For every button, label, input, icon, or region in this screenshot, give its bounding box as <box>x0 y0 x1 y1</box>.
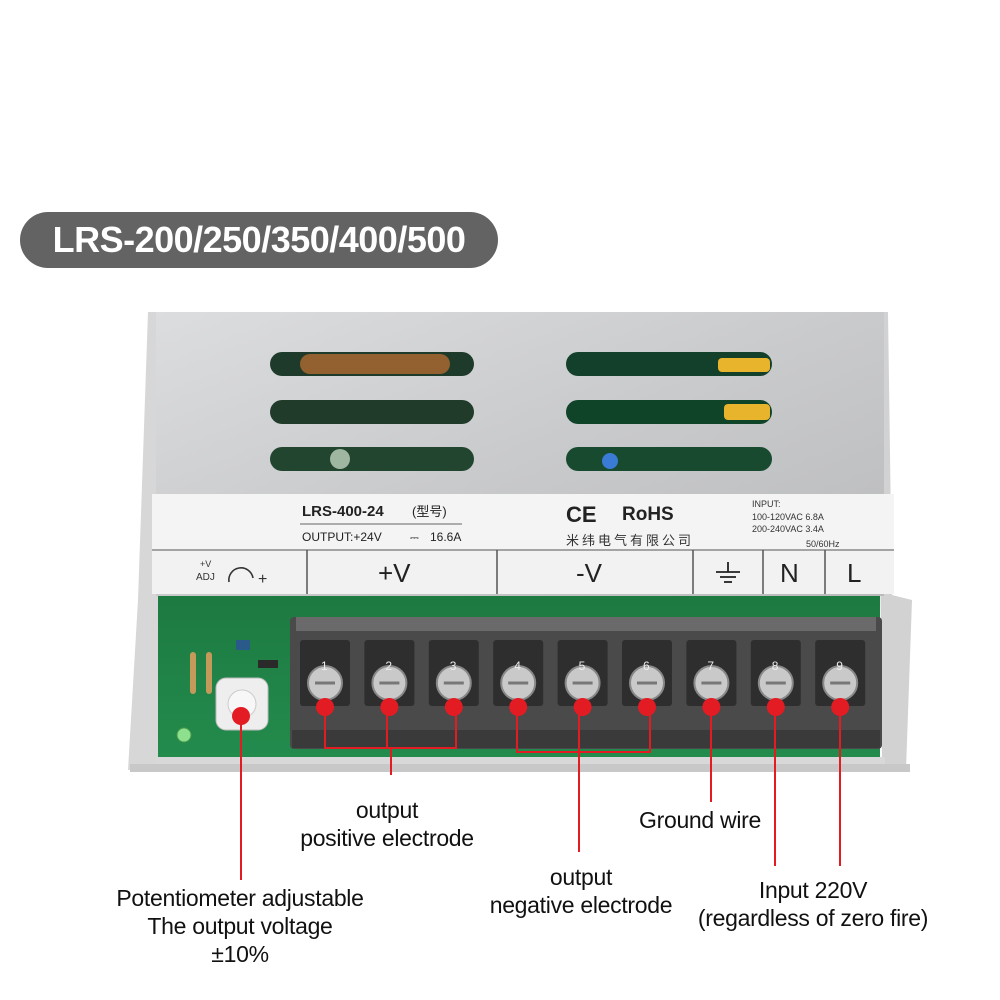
callout-negative: output negative electrode <box>474 863 688 919</box>
terminal-legend-strip <box>152 550 894 594</box>
output-text: OUTPUT:+24V <box>302 530 382 544</box>
model-text: LRS-400-24 <box>302 503 384 520</box>
model-suffix-text: (型号) <box>412 504 447 519</box>
terminal-marker-7 <box>702 698 721 716</box>
terminal-6: 6 <box>622 640 672 706</box>
terminal-marker-5 <box>573 698 592 716</box>
callout-pot-line1: Potentiometer adjustable <box>116 885 364 911</box>
callout-lines <box>240 707 841 880</box>
series-badge: LRS-200/250/350/400/500 <box>20 212 498 268</box>
case-left-flange <box>128 312 158 770</box>
ground-symbol-icon <box>716 562 740 583</box>
callout-ground: Ground wire <box>620 806 780 834</box>
terminal-marker-2 <box>380 698 399 716</box>
callout-potentiometer: Potentiometer adjustable The output volt… <box>95 884 385 968</box>
terminal-screws: 1 2 3 4 5 6 7 8 9 <box>300 640 866 706</box>
pot-marker <box>232 707 250 725</box>
callout-negative-line1: output <box>549 864 613 890</box>
label-plate <box>152 494 894 550</box>
terminal-3: 3 <box>428 640 479 706</box>
ce-mark: CE <box>566 502 597 527</box>
terminal-9: 9 <box>815 640 866 706</box>
company-text: 米纬电气有限公司 <box>566 533 694 548</box>
terminal-number: 6 <box>643 659 650 673</box>
vplus-label: +V <box>378 558 411 588</box>
terminal-number: 2 <box>385 659 392 673</box>
terminal-number: 7 <box>707 659 714 673</box>
callout-ground-line1: Ground wire <box>639 807 761 833</box>
terminal-number: 3 <box>450 659 457 673</box>
terminal-marker-3 <box>444 698 463 716</box>
line-label: L <box>847 558 861 588</box>
terminal-marker-4 <box>509 698 528 716</box>
terminal-8: 8 <box>750 640 801 706</box>
terminal-1: 1 <box>300 640 350 706</box>
terminal-number: 9 <box>836 659 843 673</box>
callout-positive-line1: output <box>355 797 419 823</box>
case-right-flange <box>878 312 912 770</box>
callout-pot-line3: ±10% <box>211 941 269 967</box>
terminal-marker-9 <box>831 698 850 716</box>
red-markers <box>316 698 850 716</box>
adjust-arrow-icon <box>228 567 254 583</box>
callout-input-line1: Input 220V <box>758 877 868 903</box>
terminal-7: 7 <box>686 640 737 706</box>
current-text: 16.6A <box>430 530 461 544</box>
frequency-text: 50/60Hz <box>806 539 840 549</box>
dc-symbol: ⎓ <box>410 532 419 544</box>
input-line-2: 200-240VAC 3.4A <box>752 524 824 534</box>
terminal-marker-1 <box>316 698 334 716</box>
terminal-number: 1 <box>321 659 328 673</box>
callout-positive: output positive electrode <box>282 796 492 852</box>
terminal-marker-6 <box>638 698 656 716</box>
neutral-label: N <box>780 558 799 588</box>
rohs-mark: RoHS <box>622 504 674 525</box>
vent-slots <box>270 352 772 471</box>
callout-negative-line2: negative electrode <box>489 892 673 918</box>
terminal-number: 4 <box>514 659 521 673</box>
input-title: INPUT: <box>752 499 781 509</box>
terminal-number: 8 <box>772 659 779 673</box>
callout-positive-line2: positive electrode <box>300 825 474 851</box>
adj-plus-text: + <box>258 571 267 588</box>
terminal-2: 2 <box>364 640 415 706</box>
input-line-1: 100-120VAC 6.8A <box>752 512 824 522</box>
adj-text: ADJ <box>196 572 215 583</box>
terminal-5: 5 <box>557 640 608 706</box>
callout-input-line2: (regardless of zero fire) <box>697 905 929 931</box>
adj-plus-v-text: +V <box>200 559 211 569</box>
callout-input: Input 220V (regardless of zero fire) <box>688 876 938 932</box>
callout-pot-line2: The output voltage <box>147 913 333 939</box>
vminus-label: -V <box>576 558 603 588</box>
terminal-number: 5 <box>579 659 586 673</box>
terminal-marker-8 <box>766 698 785 716</box>
terminal-4: 4 <box>493 640 544 706</box>
